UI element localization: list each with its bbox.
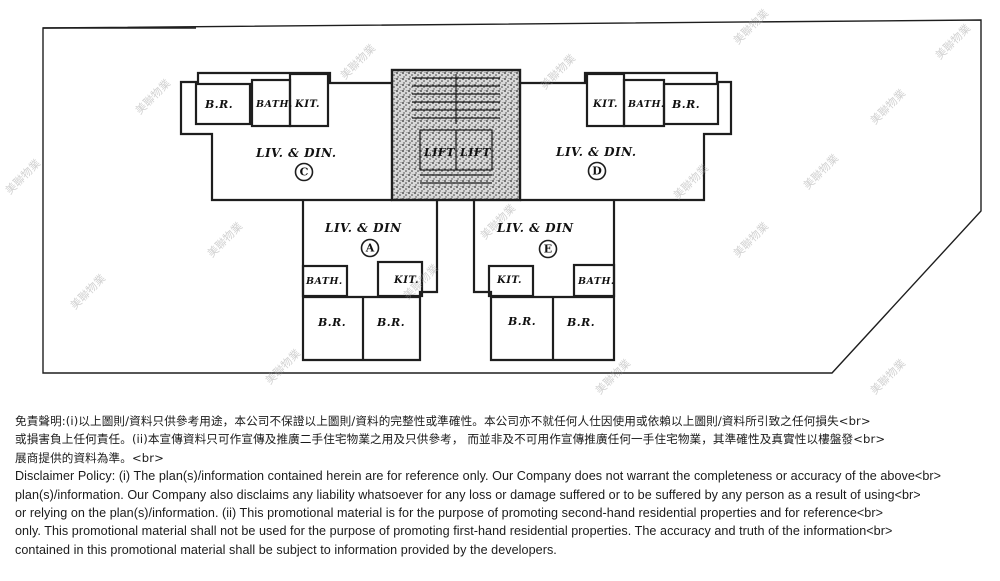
unit-d-bath-label: BATH. (627, 99, 665, 110)
unit-a-bedroom-2-label: B.R. (376, 316, 405, 329)
unit-a-kitchen-label: KIT. (393, 275, 419, 286)
watermark: 美聯物業 (592, 356, 633, 397)
unit-e-id: E (544, 243, 552, 256)
unit-a-marker (360, 238, 380, 258)
unit-d (520, 71, 733, 202)
disclaimer-line: or relying on the plan(s)/information. (… (15, 506, 883, 521)
watermark: 美聯物業 (537, 51, 578, 92)
watermark: 美聯物業 (204, 219, 245, 260)
unit-e-kitchen-label: KIT. (496, 275, 522, 286)
unit-e (472, 200, 616, 362)
unit-a-id: A (365, 242, 375, 255)
site-boundary (42, 19, 982, 374)
unit-c-living-label: LIV. & DIN. (255, 146, 337, 160)
unit-d-kitchen-label: KIT. (592, 99, 618, 110)
disclaimer-line: 免責聲明:(i)以上圖則/資料只供參考用途，本公司不保證以上圖則/資料的完整性或… (15, 414, 871, 428)
unit-e-marker (538, 239, 558, 259)
disclaimer-line: only. This promotional material shall no… (15, 524, 893, 539)
watermark: 美聯物業 (67, 271, 108, 312)
unit-c (179, 71, 392, 202)
unit-a-bath-label: BATH. (305, 276, 343, 287)
lift-label: LIFT (423, 146, 455, 159)
unit-a-living-label: LIV. & DIN (324, 221, 402, 235)
lift-label-2: LIFT (459, 146, 491, 159)
unit-c-id: C (300, 166, 309, 179)
watermark: 美聯物業 (730, 219, 771, 260)
watermark: 美聯物業 (867, 356, 908, 397)
stair-lines (412, 74, 500, 184)
watermark: 美聯物業 (2, 156, 43, 197)
watermark: 美聯物業 (132, 76, 173, 117)
unit-c-bedroom-label: B.R. (204, 98, 233, 111)
watermark: 美聯物業 (262, 346, 303, 387)
disclaimer-line: 或損害負上任何責任。(ii)本宣傳資料只可作宣傳及推廣二手住宅物業之用及只供參考… (15, 432, 886, 447)
unit-d-id: D (592, 165, 602, 178)
watermark: 美聯物業 (800, 151, 841, 192)
unit-e-bedroom-2-label: B.R. (566, 316, 595, 329)
floor-plan: LIFT LIFT B.R. BATH. KIT. LIV. & DIN. C … (2, 6, 982, 397)
watermark: 美聯物業 (932, 21, 973, 62)
unit-a (301, 200, 439, 362)
watermark: 美聯物業 (867, 86, 908, 127)
disclaimer: 免責聲明:(i)以上圖則/資料只供參考用途，本公司不保證以上圖則/資料的完整性或… (15, 412, 995, 559)
unit-c-kitchen-label: KIT. (294, 99, 320, 110)
unit-e-living-label: LIV. & DIN (496, 221, 574, 235)
unit-e-bedroom-1-label: B.R. (507, 315, 536, 328)
unit-e-bath-label: BATH. (577, 276, 615, 287)
unit-c-bath-label: BATH. (255, 99, 293, 110)
watermark: 美聯物業 (730, 6, 771, 47)
disclaimer-line: plan(s)/information. Our Company also di… (15, 487, 921, 502)
unit-a-bedroom-1-label: B.R. (317, 316, 346, 329)
disclaimer-line: 展商提供的資料為準。<br> (15, 450, 164, 465)
unit-d-bedroom-label: B.R. (671, 98, 700, 111)
watermark: 美聯物業 (337, 41, 378, 82)
unit-d-living-label: LIV. & DIN. (555, 145, 637, 159)
unit-c-marker (294, 162, 314, 182)
disclaimer-line: contained in this promotional material s… (15, 542, 557, 557)
unit-d-marker (587, 161, 607, 181)
watermark-group: 美聯物業 美聯物業 美聯物業 美聯物業 美聯物業 美聯物業 美聯物業 美聯物業 … (2, 6, 973, 397)
disclaimer-line: Disclaimer Policy: (i) The plan(s)/infor… (15, 469, 942, 484)
